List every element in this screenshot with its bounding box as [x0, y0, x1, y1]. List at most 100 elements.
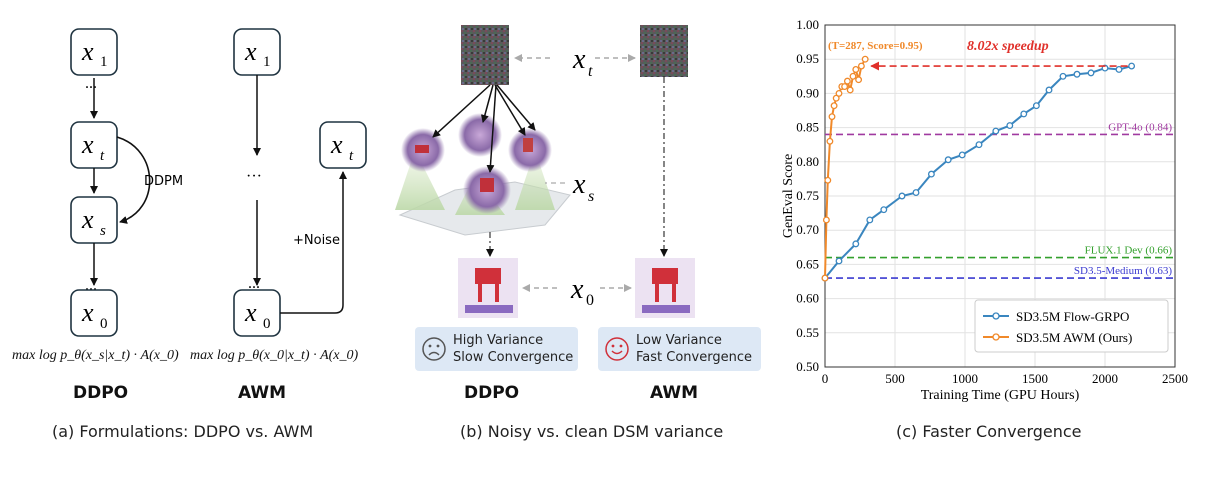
variance-diagram: x t x s x 0 [395, 25, 695, 318]
data-point [824, 176, 832, 184]
reference-label: SD3.5-Medium (0.63) [1074, 265, 1172, 277]
reference-label: FLUX.1 Dev (0.66) [1085, 245, 1173, 257]
y-axis-label: GenEval Score [781, 154, 796, 238]
ddpo-node-x0: x 0 [70, 289, 118, 337]
ddpo-node-x1: x 1 [70, 28, 118, 76]
xt-label: x [572, 44, 586, 75]
data-point [855, 76, 863, 84]
svg-text:x: x [81, 298, 94, 327]
data-point [830, 102, 838, 110]
y-tick-label: 0.60 [796, 291, 819, 306]
data-point [958, 151, 966, 159]
awm-title-b: AWM [650, 383, 699, 403]
awm-variance-box: Low Variance Fast Convergence [598, 327, 761, 371]
series-line [824, 65, 1132, 279]
svg-text:t: t [100, 148, 105, 164]
y-tick-label: 0.70 [796, 222, 819, 237]
svg-text:x: x [244, 37, 257, 66]
clean-image-ddpo [458, 258, 518, 318]
data-point [841, 83, 849, 91]
y-tick-label: 0.85 [796, 120, 819, 135]
x-axis-label: Training Time (GPU Hours) [921, 388, 1080, 403]
svg-text:x: x [81, 37, 94, 66]
noisy-image-ddpo [461, 25, 509, 85]
data-point [1115, 66, 1123, 73]
legend-marker [992, 312, 1000, 320]
x-tick-label: 500 [885, 371, 905, 386]
x-tick-label: 2500 [1162, 371, 1188, 386]
data-point [927, 170, 935, 178]
data-point [846, 86, 854, 94]
data-point [992, 127, 1000, 135]
legend-box [974, 299, 1169, 353]
svg-text:s: s [588, 188, 594, 205]
legend-label: SD3.5M AWM (Ours) [1016, 330, 1132, 345]
y-tick-label: 0.50 [796, 359, 819, 374]
svg-text:1: 1 [100, 54, 108, 70]
awm-node-xt: x t [319, 121, 367, 169]
awm-title: AWM [238, 383, 287, 403]
ellipsis: ... [85, 75, 97, 92]
awm-variance-line2: Fast Convergence [636, 350, 752, 365]
data-point [826, 137, 834, 145]
legend-label: SD3.5M Flow-GRPO [1016, 309, 1129, 324]
x0-label: x [570, 274, 584, 305]
data-point [1032, 102, 1040, 110]
noise-label: +Noise [293, 233, 340, 248]
data-point [835, 89, 843, 97]
x-tick-label: 1000 [952, 371, 978, 386]
data-point [1128, 62, 1136, 70]
svg-text:1: 1 [263, 54, 271, 70]
svg-text:s: s [100, 223, 106, 239]
awm-node-x0: x 0 [233, 289, 281, 337]
data-point [821, 274, 829, 282]
data-point [866, 216, 874, 224]
awm-formula: max log p_θ(x_0|x_t) · A(x_0) [190, 348, 359, 363]
ddpo-node-xt: x t [70, 121, 118, 169]
data-point [828, 113, 836, 121]
ddpo-title: DDPO [73, 383, 129, 403]
ddpo-node-xs: x s [70, 196, 118, 244]
data-point [975, 141, 983, 149]
data-point [1020, 110, 1028, 118]
formulation-diagram: x 1 ... x t x s ... x 0 DDPM x 1 ··· ...… [70, 28, 367, 337]
ellipsis: ··· [246, 168, 262, 185]
score-annotation: (T=287, Score=0.95) [828, 40, 923, 52]
y-tick-label: 0.90 [796, 85, 819, 100]
y-tick-label: 0.80 [796, 154, 819, 169]
data-point [822, 216, 830, 224]
data-point [835, 257, 843, 265]
awm-node-x1: x 1 [233, 28, 281, 76]
data-point [1045, 86, 1053, 94]
data-point [861, 55, 869, 63]
svg-text:...: ... [248, 275, 260, 292]
data-point [944, 156, 952, 164]
data-point [852, 66, 860, 73]
convergence-chart: 0.500.550.600.650.700.750.800.850.900.95… [781, 17, 1188, 403]
y-tick-label: 0.55 [796, 325, 819, 340]
ddpm-arrow [116, 136, 151, 224]
svg-text:x: x [330, 130, 343, 159]
svg-text:0: 0 [263, 316, 271, 332]
data-point [849, 72, 857, 80]
ddpo-title-b: DDPO [464, 383, 520, 403]
x-tick-label: 1500 [1022, 371, 1048, 386]
caption-b: (b) Noisy vs. clean DSM variance [460, 422, 724, 441]
svg-text:0: 0 [586, 292, 594, 309]
speedup-label: 8.02x speedup [967, 39, 1049, 54]
svg-text:0: 0 [100, 316, 108, 332]
noise-arrow [280, 171, 347, 314]
svg-text:t: t [349, 148, 354, 164]
series-line [824, 58, 867, 279]
awm-variance-line1: Low Variance [636, 333, 722, 348]
ddpo-formula: max log p_θ(x_s|x_t) · A(x_0) [12, 348, 179, 363]
ddpo-variance-line2: Slow Convergence [453, 350, 574, 365]
svg-text:x: x [81, 130, 94, 159]
sad-face-icon [422, 337, 446, 361]
y-tick-label: 0.75 [796, 188, 819, 203]
y-tick-label: 0.95 [796, 51, 819, 66]
plot-frame [824, 24, 1176, 368]
svg-text:t: t [588, 63, 593, 80]
x-tick-label: 0 [822, 371, 829, 386]
ddpo-variance-box: High Variance Slow Convergence [415, 327, 578, 371]
